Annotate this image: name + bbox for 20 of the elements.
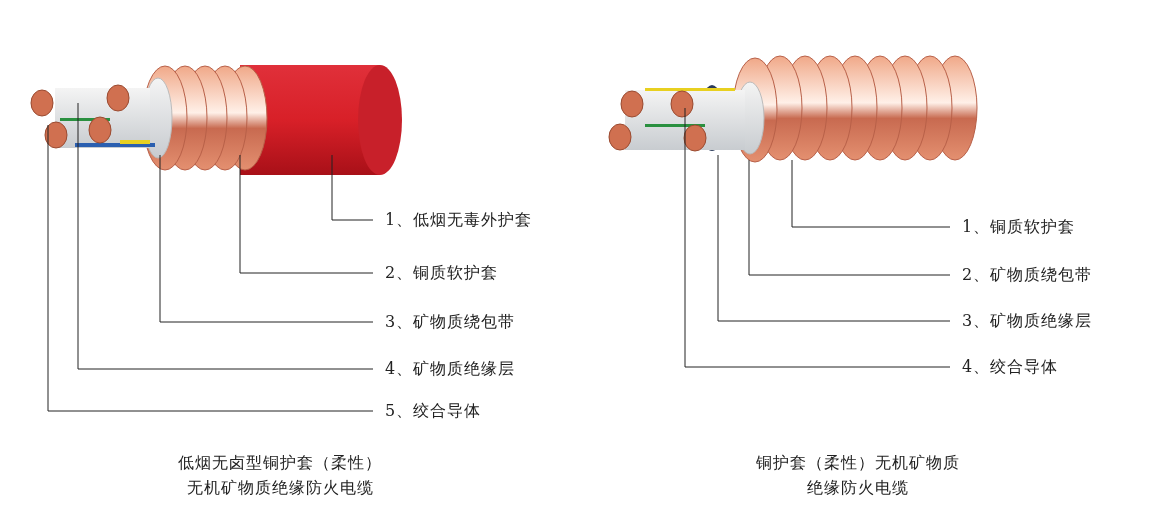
part-label: 2、矿物质绕包带 xyxy=(962,265,1093,285)
part-label: 1、低烟无毒外护套 xyxy=(385,210,533,230)
leader-line xyxy=(717,154,951,322)
leader-line xyxy=(159,154,374,323)
part-label: 5、绞合导体 xyxy=(385,401,482,421)
part-label: 4、绞合导体 xyxy=(962,357,1059,377)
leader-line xyxy=(791,159,951,228)
caption: 低烟无卤型铜护套（柔性）无机矿物质绝缘防火电缆 xyxy=(177,452,383,499)
leader-line xyxy=(239,154,374,274)
part-label: 3、矿物质绕包带 xyxy=(385,312,516,332)
part-label: 3、矿物质绝缘层 xyxy=(962,311,1093,331)
part-label: 2、铜质软护套 xyxy=(385,263,499,283)
leader-line xyxy=(77,102,374,370)
leader-line xyxy=(748,159,951,276)
leader-line xyxy=(47,124,374,412)
part-label: 1、铜质软护套 xyxy=(962,217,1076,237)
leader-line xyxy=(684,107,951,368)
part-label: 4、矿物质绝缘层 xyxy=(385,359,516,379)
caption: 铜护套（柔性）无机矿物质绝缘防火电缆 xyxy=(755,452,961,499)
leader-line xyxy=(331,154,374,221)
